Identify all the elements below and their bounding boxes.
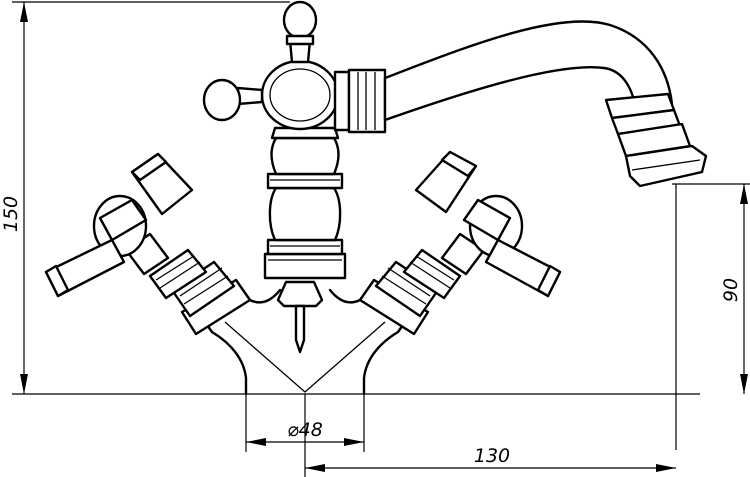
column-upper-bulb: [270, 136, 340, 176]
right-handle-arm-lower-cap: [536, 264, 562, 298]
spout-collar-2: [347, 68, 387, 134]
dim-150-arrow-bottom: [20, 374, 28, 394]
dim-130-label: 130: [474, 445, 510, 467]
left-handle-arm-upper-cap: [130, 152, 168, 182]
faucet-body: [44, 0, 708, 396]
dim-130-arrow-right: [656, 464, 676, 472]
right-valve-spindle: [440, 232, 486, 276]
left-handle-arm-inner: [98, 198, 148, 242]
dim-48-arrow-left: [246, 438, 266, 446]
spout-tip-aerator: [624, 144, 708, 188]
column-lower-bulb: [268, 186, 342, 242]
left-valve-handle: [44, 152, 252, 336]
left-handle-arm-lower-cap: [44, 264, 70, 298]
lever-hub: [260, 59, 340, 131]
column-base-block: [263, 252, 347, 280]
body-outline: [203, 320, 407, 396]
body-inner-lines: [224, 321, 386, 393]
dim-90-arrow-top: [740, 184, 748, 204]
body-top-curve: [248, 288, 362, 304]
lever-knob-left: [202, 78, 242, 122]
right-handle-arm-inner: [462, 198, 512, 242]
spout-collar-1: [333, 70, 351, 132]
lever-knob-collar: [285, 34, 315, 46]
lever-arm-left: [236, 86, 264, 106]
spout: [333, 20, 708, 188]
central-column: [202, 0, 347, 354]
outlet-pop-rod: [294, 304, 306, 354]
dim-48-arrow-right: [344, 438, 364, 446]
right-valve-handle: [358, 150, 562, 336]
dim-130-arrow-left: [305, 464, 325, 472]
dim-90-label: 90: [720, 278, 742, 302]
column-mid-ring: [266, 172, 344, 190]
dim-90-arrow-bottom: [740, 374, 748, 394]
dim-150-arrow-top: [20, 2, 28, 22]
column-base-ring: [266, 238, 344, 256]
right-handle-arm-upper-cap: [440, 150, 478, 178]
outlet-nut: [276, 280, 324, 308]
dim-150-label: 150: [0, 196, 22, 232]
lever-knob-top: [282, 0, 318, 40]
